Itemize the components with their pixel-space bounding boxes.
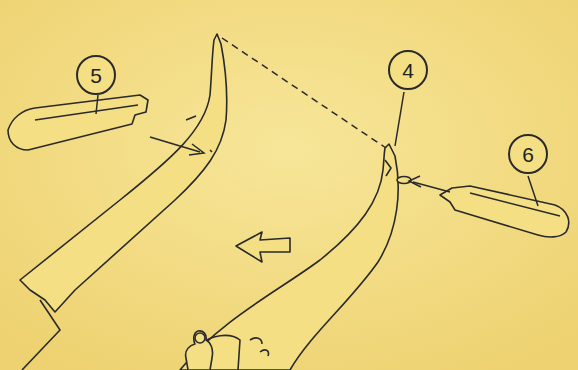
callout-circle: 5 [76, 55, 116, 95]
arrow-head [409, 176, 421, 187]
tailplane-part [8, 95, 148, 150]
tailplane-line [470, 193, 560, 216]
leader-line [528, 176, 538, 206]
pilot-figure [186, 331, 213, 370]
leader-line [395, 92, 404, 146]
alignment-line [222, 38, 386, 148]
assembly-arrow [413, 182, 450, 192]
direction-arrow [236, 232, 290, 262]
fin-notch [385, 160, 391, 176]
fuselage-lower-left [22, 300, 60, 370]
pilot-head [195, 333, 205, 343]
fuselage-half-left [20, 34, 227, 312]
tailplane-line [35, 105, 138, 120]
leader-line [96, 95, 98, 114]
tailplane-part [440, 186, 569, 237]
arrow-head [189, 144, 204, 155]
callout-number: 4 [402, 60, 414, 81]
slot-mark [186, 116, 196, 120]
tailplane-slot [397, 177, 411, 184]
fuselage-half-right [180, 144, 398, 370]
fuselage-detail [250, 338, 268, 356]
slot-mark [210, 150, 212, 152]
callout-circle: 4 [388, 50, 428, 90]
callout-number: 5 [90, 65, 102, 86]
callout-circle: 6 [508, 134, 548, 174]
callout-number: 6 [522, 144, 534, 165]
